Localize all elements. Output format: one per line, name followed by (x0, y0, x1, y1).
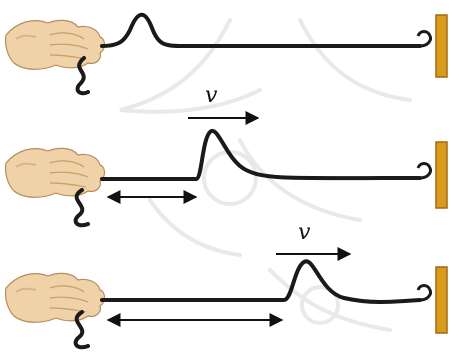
wall-mount (435, 266, 448, 334)
rope-tail (75, 56, 90, 96)
hand-icon (4, 272, 106, 324)
rope-tail (73, 188, 90, 228)
rope-tail (73, 310, 90, 350)
panel-2: v (4, 83, 448, 228)
hand-icon (4, 147, 106, 199)
panel-3: v (4, 220, 448, 350)
rope (100, 259, 422, 304)
hand-icon (4, 19, 106, 71)
wall-hook (416, 30, 432, 48)
wall-hook (416, 284, 432, 302)
watermark-ornament (119, 18, 412, 332)
rope (100, 128, 422, 181)
velocity-label: v (205, 83, 218, 108)
wall-mount (435, 141, 448, 209)
wall-hook (416, 162, 432, 180)
velocity-label: v (298, 220, 311, 245)
rope (100, 12, 422, 48)
wall-mount (435, 14, 448, 78)
panel-1 (4, 12, 448, 96)
